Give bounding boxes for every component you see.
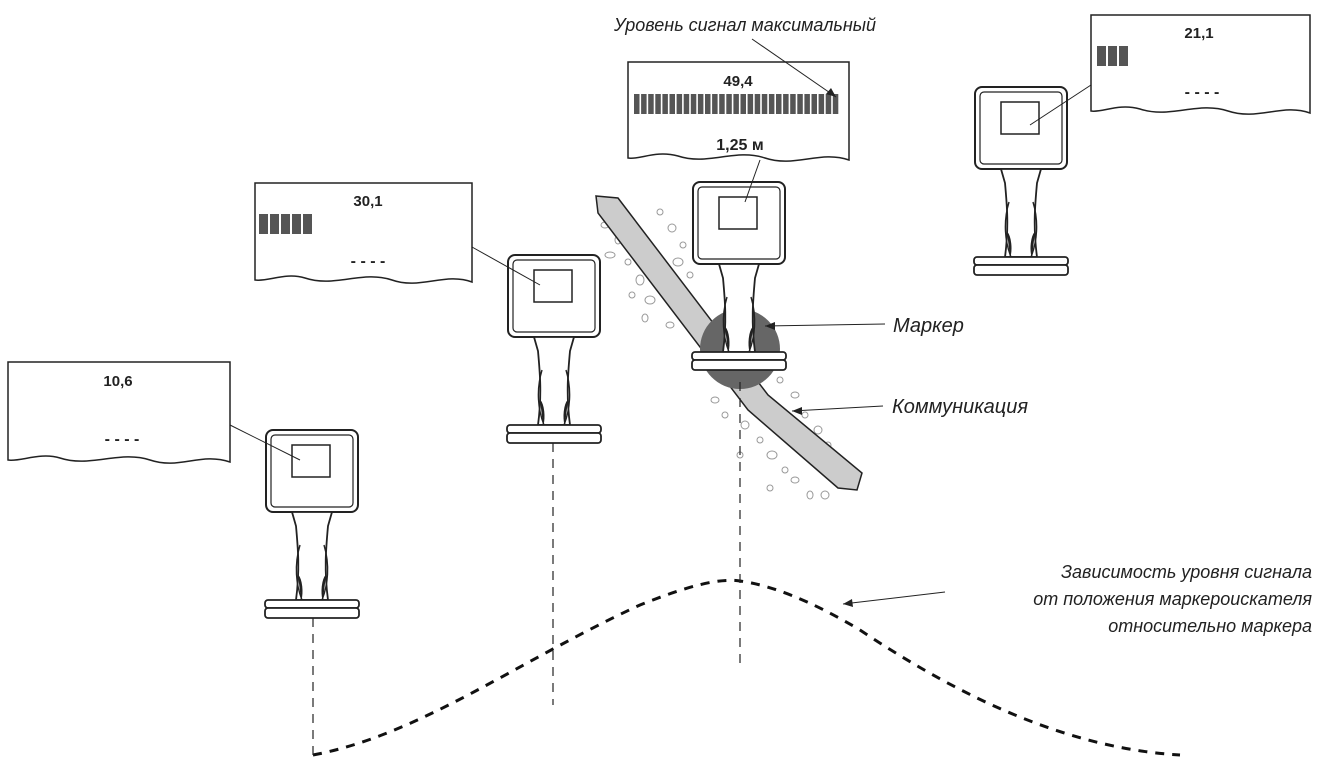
reading-3-distance: 1,25 м <box>716 137 763 154</box>
signal-bar <box>292 214 301 234</box>
signal-bar <box>655 94 661 114</box>
signal-bar <box>259 214 268 234</box>
communication-leader <box>791 405 884 412</box>
signal-bar <box>790 94 796 114</box>
reading-2-bars <box>259 214 312 234</box>
reading-4-bars <box>1097 46 1128 66</box>
signal-bar <box>634 94 640 114</box>
signal-bar <box>303 214 312 234</box>
reading-panel-4: 21,1 - - - - <box>1029 14 1311 126</box>
signal-bar <box>690 94 697 114</box>
signal-bar <box>1119 46 1128 66</box>
signal-bar <box>832 94 839 114</box>
pipe-communication <box>595 195 863 491</box>
signal-bar <box>783 94 789 114</box>
device-4 <box>973 86 1069 276</box>
signal-bar <box>768 94 775 114</box>
reading-1-value: 10,6 <box>103 373 132 390</box>
signal-bar <box>676 94 683 114</box>
signal-bar <box>641 94 647 114</box>
marker-arrow <box>765 322 775 330</box>
signal-bar <box>825 94 832 114</box>
signal-bar <box>804 94 810 114</box>
reading-panel-1: 10,6 - - - - <box>7 361 301 464</box>
signal-bar <box>648 94 654 114</box>
marker-label: Маркер <box>893 315 964 337</box>
reading-3-bars <box>634 94 839 114</box>
signal-bar <box>733 94 739 114</box>
signal-bar <box>697 94 704 114</box>
signal-bar <box>719 94 725 114</box>
max-signal-arrow <box>826 88 836 97</box>
curve-arrow <box>843 599 853 607</box>
curve-label-line1: Зависимость уровня сигнала <box>1061 562 1312 582</box>
communication-arrow <box>792 407 802 415</box>
signal-bar <box>1097 46 1106 66</box>
reading-3-value: 49,4 <box>723 73 753 90</box>
reading-4-value: 21,1 <box>1184 25 1213 42</box>
signal-bar <box>705 94 711 114</box>
signal-bar <box>761 94 768 114</box>
marker-leader <box>764 323 886 327</box>
reading-1-distance: - - - - <box>105 431 140 448</box>
reading-2-value: 30,1 <box>353 193 382 210</box>
signal-bar <box>662 94 668 114</box>
reading-2-distance: - - - - <box>351 253 386 270</box>
max-signal-label: Уровень сигнал максимальный <box>613 15 876 35</box>
signal-bar <box>818 94 825 114</box>
guide-lines <box>312 382 741 761</box>
signal-bar <box>811 94 817 114</box>
device-1 <box>264 429 360 619</box>
signal-bar <box>669 94 675 114</box>
curve-label-line3: относительно маркера <box>1108 616 1312 636</box>
signal-bar <box>776 94 782 114</box>
communication-label: Коммуникация <box>892 396 1028 418</box>
device-2 <box>506 254 602 444</box>
signal-bar <box>281 214 290 234</box>
signal-bar <box>740 94 746 114</box>
signal-bar <box>754 94 761 114</box>
signal-bar <box>270 214 279 234</box>
signal-bar <box>726 94 732 114</box>
reading-panel-3: 49,4 1,25 м <box>627 61 850 203</box>
signal-bar <box>683 94 690 114</box>
curve-label-line2: от положения маркероискателя <box>1033 589 1312 609</box>
signal-bar <box>747 94 754 114</box>
reading-4-distance: - - - - <box>1185 84 1220 101</box>
signal-bar <box>797 94 803 114</box>
signal-bar <box>1108 46 1117 66</box>
signal-bar <box>712 94 718 114</box>
max-signal-leader <box>751 38 837 98</box>
reading-panel-2: 30,1 - - - - <box>254 182 541 286</box>
curve-leader <box>842 591 946 605</box>
